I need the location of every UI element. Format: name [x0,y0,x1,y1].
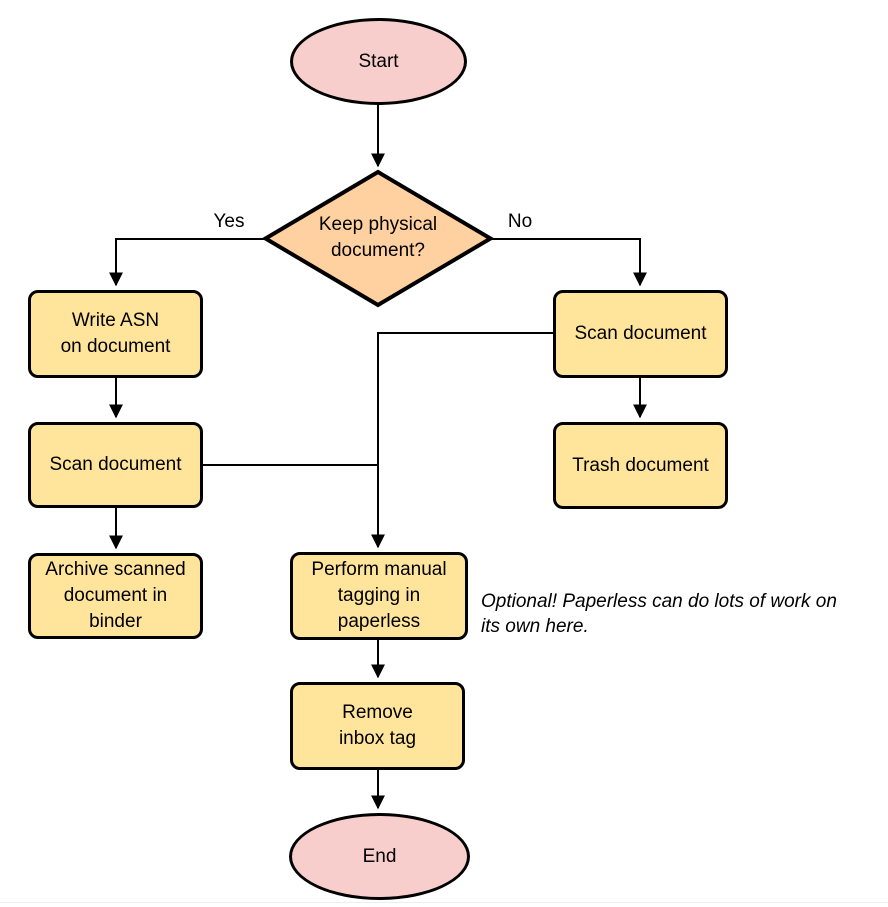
bottom-divider [0,902,888,903]
node-write-asn: Write ASN on document [28,290,203,378]
node-decision-label: Keep physical document? [318,214,438,261]
node-manual-tagging-label: Perform manual tagging in paperless [311,559,447,632]
edge-label-no: No [507,211,533,232]
node-remove-inbox-tag: Remove inbox tag [290,682,465,770]
node-manual-tagging: Perform manual tagging in paperless [290,552,468,640]
node-scan-document-left-label: Scan document [49,454,182,475]
node-start-label: Start [358,50,399,72]
node-start: Start [290,18,467,105]
node-scan-document-right-label: Scan document [574,323,707,344]
node-end: End [289,813,470,900]
node-trash-document-label: Trash document [572,454,709,476]
annotation-optional-note: Optional! Paperless can do lots of work … [481,591,837,637]
node-remove-inbox-tag-label: Remove inbox tag [338,702,417,749]
node-scan-document-right: Scan document [553,290,728,378]
edge-decision-yes-to-write-asn [109,238,264,287]
edge-decision-no-to-scan-right [492,238,647,287]
node-archive-document: Archive scanned document in binder [28,553,203,639]
node-scan-document-left: Scan document [28,422,203,508]
node-end-label: End [362,845,397,867]
edge-label-yes: Yes [213,211,245,232]
node-write-asn-label: Write ASN on document [60,310,171,357]
node-archive-document-label: Archive scanned document in binder [45,559,186,632]
node-trash-document: Trash document [553,422,728,509]
edge-scan-right-to-tagging [371,332,553,549]
